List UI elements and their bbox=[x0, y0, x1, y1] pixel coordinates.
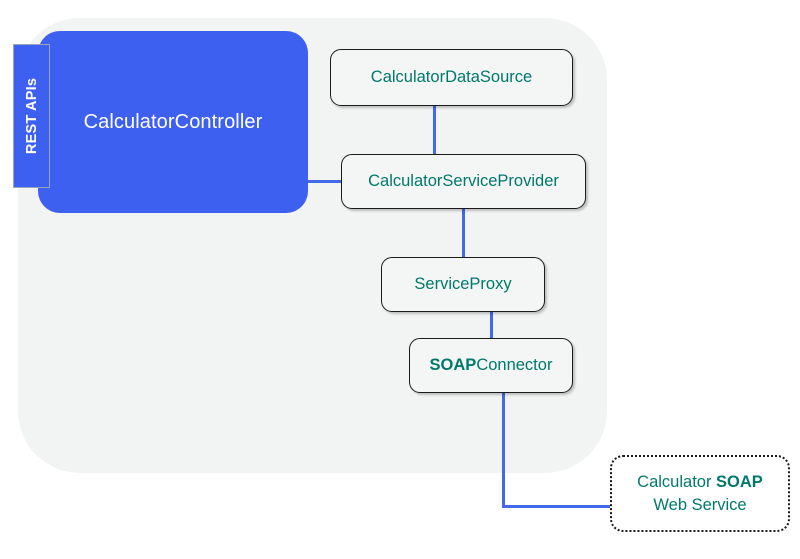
webservice-line1-bold: SOAP bbox=[716, 473, 763, 492]
webservice-line1-prefix: Calculator bbox=[637, 473, 717, 492]
node-soap-connector-label-bold: SOAP bbox=[429, 356, 477, 374]
node-service-proxy-label: ServiceProxy bbox=[414, 275, 512, 293]
connector-soapconnector-to-webservice-horizontal bbox=[502, 505, 612, 508]
connector-controller-to-serviceprovider bbox=[308, 180, 343, 183]
node-soap-connector-label: SOAPConnector bbox=[430, 356, 553, 375]
rest-apis-label: REST APIs bbox=[23, 77, 40, 155]
connector-serviceproxy-to-soapconnector bbox=[490, 310, 493, 340]
node-calculator-data-source[interactable]: CalculatorDataSource bbox=[330, 49, 573, 106]
node-calculator-soap-web-service-label: Calculator SOAP Web Service bbox=[637, 471, 763, 516]
node-calculator-controller[interactable]: CalculatorController bbox=[38, 31, 308, 213]
connector-soapconnector-to-webservice-vertical bbox=[502, 391, 505, 507]
node-soap-connector-label-rest: Connector bbox=[476, 356, 553, 374]
node-service-proxy[interactable]: ServiceProxy bbox=[381, 257, 545, 312]
node-calculator-service-provider[interactable]: CalculatorServiceProvider bbox=[341, 154, 586, 209]
node-calculator-data-source-label: CalculatorDataSource bbox=[370, 68, 533, 86]
node-calculator-service-provider-label: CalculatorServiceProvider bbox=[368, 172, 559, 190]
node-calculator-controller-label: CalculatorController bbox=[83, 110, 263, 133]
connector-serviceprovider-to-serviceproxy bbox=[462, 207, 465, 259]
node-calculator-soap-web-service[interactable]: Calculator SOAP Web Service bbox=[610, 455, 790, 532]
webservice-line2: Web Service bbox=[653, 495, 747, 514]
node-soap-connector[interactable]: SOAPConnector bbox=[409, 338, 573, 393]
connector-datasource-to-serviceprovider bbox=[433, 104, 436, 156]
rest-apis-tab[interactable]: REST APIs bbox=[13, 44, 50, 188]
